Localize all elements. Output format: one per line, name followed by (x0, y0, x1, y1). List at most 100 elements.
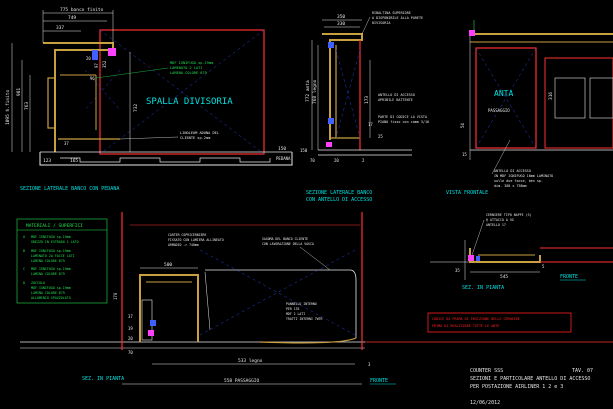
dim-96: 96 (90, 76, 95, 81)
dim-97: 97 (94, 63, 99, 68)
callout-cerniera-line: ANTELLO 17 (486, 223, 506, 227)
dim-2: 2 (362, 158, 365, 163)
callout-sagoma: SAGOMA DEL BANCO CLIENTE CON LAVORAZIONE… (262, 237, 314, 246)
callout-antello-front-line: dim. 308 x 758mm (494, 184, 527, 188)
dim-749: 749 (68, 15, 76, 21)
dim-54: 54 (460, 123, 465, 128)
spalla-divisoria-panel (84, 29, 265, 155)
section-1-side-with-pedana[interactable]: SPALLA DIVISORIA PEDANA (5, 7, 293, 192)
dim-165: 165 (70, 158, 78, 164)
lock-marker (326, 142, 332, 147)
callout-carter-line: CARTER COPRICERNIERE (168, 233, 206, 237)
title-block: COUNTER SSS TAV. 07 SEZIONI E PARTICOLAR… (470, 368, 593, 406)
dim-352: 352 (102, 60, 107, 68)
dim-170: 170 (113, 292, 118, 300)
dim-350: 350 (337, 14, 345, 20)
dim-20b: 20 (334, 158, 339, 163)
dim-732: 732 (133, 104, 139, 112)
callout-pannello: PANNELLO INTERNO PER 135 MDF 2 LATI TRAT… (286, 302, 323, 321)
title-line-1: SEZIONI E PARTICOLARE ANTELLO DI ACCESSO (470, 376, 590, 382)
callout-cerniera-line: @ ATTACCO A 5G (486, 218, 514, 222)
dim-500: 500 (164, 262, 172, 268)
material-line: ZOCCOLO (31, 281, 45, 285)
dim-337: 337 (56, 25, 64, 31)
section-2-title: SEZIONE LATERALE BANCO CON ANTELLO DI AC… (306, 190, 375, 203)
material-line: MDF IGNIFUGO sp.19mm (31, 267, 71, 271)
dim-70: 70 (310, 158, 315, 163)
anta-label: ANTA (494, 89, 513, 98)
section-4-dimensions (122, 267, 540, 385)
callout-mdf-line: LAMINATO 2 LATI (170, 66, 202, 70)
section-2-side-with-access-panel[interactable]: 350 330 772 anta 768 legno 173 17 25 70 … (300, 11, 429, 203)
callout-cerniera: CERNIERE TIPO NAPPI (S) @ ATTACCO A 5G A… (486, 213, 534, 227)
plan-geometry (20, 212, 613, 350)
section-1-dimensions (11, 10, 131, 152)
spalla-divisoria-label: SPALLA DIVISORIA (146, 97, 233, 107)
callout-linoleum-line: CLIENTE sp.2mm (180, 136, 210, 140)
front-view-frame (469, 20, 613, 160)
title-date: 12/06/2012 (470, 400, 500, 406)
material-tag: B (23, 249, 25, 253)
materials-title: MATERIALI / SUPERFICI (26, 223, 83, 229)
note-text-line: CODICE DA PRIMA DI POSIZIONE DELLE CERNI… (432, 317, 520, 321)
hinge-marker (468, 255, 474, 261)
dim-150b: 150 (300, 148, 308, 153)
callout-mdf-leader (95, 67, 169, 79)
hinge-marker (150, 320, 156, 326)
title-line-2: PER POSTAZIONE AIRLINER 1 2 e 3 (470, 384, 563, 390)
dim-3: 3 (368, 362, 371, 367)
section-4-plan[interactable]: MATERIALI / SUPERFICI A MDF IGNIFUGO sp.… (16, 212, 613, 385)
fronte-label-2: FRONTE (560, 274, 578, 280)
section-1-title: SEZIONE LATERALE BANCO CON PEDANA (20, 186, 119, 192)
dim-37b: 37 (128, 314, 133, 319)
dim-330: 330 (337, 21, 345, 27)
callout-carter: CARTER COPRICERNIERE FISSATO CON LAMIERA… (168, 233, 226, 247)
callout-antello-line: ANTELLO DI ACCESSO (378, 93, 415, 97)
material-line: MDF IGNIFUGO sp.19mm (31, 286, 71, 290)
material-line: ALLUMINIO SPAZZOLATO (31, 296, 71, 300)
dim-1095: 1095 h.finito (5, 89, 11, 125)
hinge-marker (328, 118, 334, 124)
callout-antello: ANTELLO DI ACCESSO APRIBILE BATTENTE (378, 93, 417, 102)
hinge-marker (108, 48, 116, 56)
dim-316: 316 (548, 92, 554, 100)
callout-pannello-line: PANNELLO INTERNO (286, 302, 317, 306)
dim-150: 150 (278, 146, 286, 152)
callout-cerniera-line: CERNIERE TIPO NAPPI (S) (486, 213, 532, 217)
callout-linoleum-line: LINOLEUM ADUNA DEL (180, 131, 219, 135)
material-tag: C (23, 267, 25, 271)
callout-cerniera-leader (471, 219, 485, 256)
callout-sagoma-line: CON LAVORAZIONE DELLA VASCA (262, 242, 314, 246)
callout-carter-line: ARMADIO -> 740mm (168, 243, 199, 247)
frame-corner-marker (469, 30, 475, 36)
title-tav: TAV. 07 (572, 368, 593, 374)
callout-pannello-line: MDF 2 LATI (286, 312, 305, 316)
callout-antello-front: ANTELLO DI ACCESSO IN MDF IGNIFUGO 18mm … (494, 169, 555, 188)
dim-25: 25 (378, 134, 383, 139)
callout-mdf: MDF IGNIFUGO sp.19mm LAMINATO 2 LATI LAM… (170, 61, 215, 75)
dim-768: 768 legno (312, 79, 318, 104)
callout-sagoma-line: SAGOMA DEL BANCO CLIENTE (262, 237, 308, 241)
dim-981: 981 (16, 88, 22, 96)
callout-antello-front-line: ANTELLO DI ACCESSO (494, 169, 531, 173)
callout-ribaltina-line: RIBALTINA SUPERIORE (372, 11, 411, 15)
callout-ribaltina-line: A DISPONIBILE ALLA PARETE (372, 16, 423, 20)
sez-pianta-label-2: SEZ. IN PIANTA (462, 285, 504, 291)
callout-ribaltina-line: DIVISORIA (372, 21, 390, 25)
dim-20: 20 (86, 56, 91, 61)
dim-20c: 20 (128, 336, 133, 341)
section-2-dimensions (311, 19, 371, 150)
dim-15: 15 (462, 152, 467, 157)
callout-antello-line: APRIBILE BATTENTE (378, 98, 413, 102)
section-3-front-view[interactable]: ANTA PASSAGGIO 316 54 15 ANTELLO DI ACCE… (446, 20, 613, 196)
fixing-marker (92, 50, 98, 60)
callout-codice-line: PARTE DI CODICE LA VISTA (378, 115, 427, 119)
callout-pannello-line: TRATTI INTERNI 7WTR (286, 317, 323, 321)
callout-ribaltina: RIBALTINA SUPERIORE A DISPONIBILE ALLA P… (372, 11, 425, 25)
dim-19: 19 (128, 326, 133, 331)
callout-antello-front-leader (491, 139, 511, 175)
dim-37: 37 (64, 141, 69, 146)
callout-carter-line: FISSATO CON LAMIERA ALLINEATO (168, 238, 224, 242)
callout-pannello-line: PER 135 (286, 307, 300, 311)
